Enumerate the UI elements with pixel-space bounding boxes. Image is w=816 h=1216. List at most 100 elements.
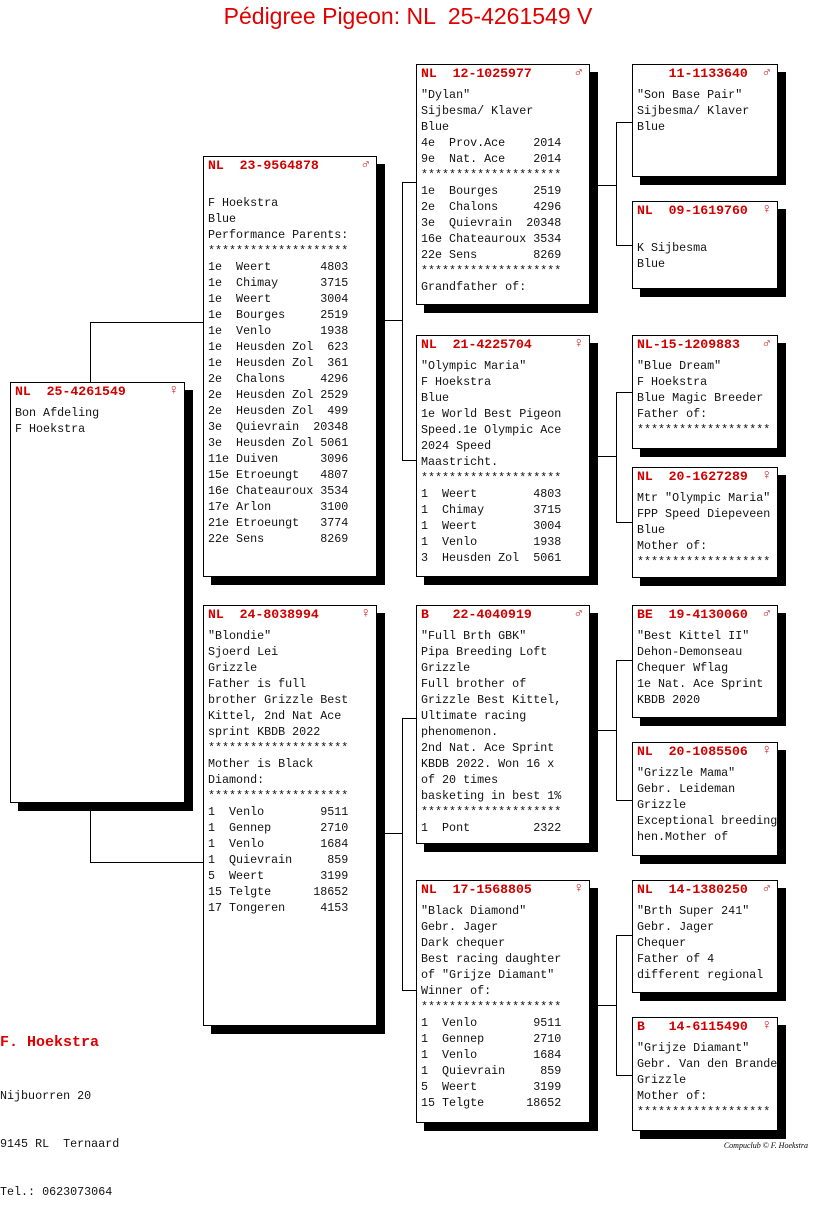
card-line: Pipa Breeding Loft bbox=[421, 645, 548, 659]
connector-line bbox=[597, 730, 616, 731]
card-line: 1 Weert 4803 bbox=[421, 487, 562, 501]
card-line: Gebr. Jager bbox=[421, 920, 499, 934]
connector-line bbox=[616, 660, 617, 801]
card-line: F Hoekstra bbox=[421, 375, 492, 389]
card-line: Dehon-Demonseau bbox=[637, 645, 743, 659]
card-line: 1e Venlo 1938 bbox=[208, 324, 349, 338]
card-line: 3e Heusden Zol 5061 bbox=[208, 436, 349, 450]
card-line: Sjoerd Lei bbox=[208, 645, 279, 659]
card-line: Kittel, 2nd Nat Ace bbox=[208, 709, 342, 723]
card-line: 9e Nat. Ace 2014 bbox=[421, 152, 562, 166]
card-line: 1e Bourges 2519 bbox=[421, 184, 562, 198]
connector-line bbox=[90, 322, 203, 323]
connector-line bbox=[402, 990, 416, 991]
card-line: 4e Prov.Ace 2014 bbox=[421, 136, 562, 150]
connector-line bbox=[384, 320, 402, 321]
pigeon-card-sss[interactable]: 11-1133640♂"Son Base Pair"Sijbesma/ Klav… bbox=[632, 64, 778, 177]
male-icon: ♂ bbox=[762, 881, 771, 897]
address-phone: Tel.: 0623073064 bbox=[0, 1185, 113, 1199]
card-line: Grizzle bbox=[208, 661, 258, 675]
card-line: ******************** bbox=[421, 805, 562, 819]
card-line: Performance Parents: bbox=[208, 228, 349, 242]
connector-line bbox=[90, 322, 91, 382]
connector-line bbox=[90, 810, 91, 863]
card-line: KBDB 2022. Won 16 x bbox=[421, 757, 555, 771]
male-icon: ♂ bbox=[361, 157, 370, 173]
connector-line bbox=[402, 718, 416, 719]
card-line: 1 Venlo 9511 bbox=[421, 1016, 562, 1030]
page-title: Pédigree Pigeon: NL 25-4261549 V bbox=[223, 3, 593, 29]
card-line: ******************** bbox=[208, 741, 349, 755]
country-code bbox=[637, 66, 669, 82]
female-icon: ♀ bbox=[361, 606, 370, 622]
card-line: Gebr. Leideman bbox=[637, 782, 736, 796]
ring-number: 09-1619760 bbox=[668, 203, 748, 218]
card-line: 1e Chimay 3715 bbox=[208, 276, 349, 290]
card-line: Grizzle bbox=[637, 798, 687, 812]
card-line: Gebr. Jager bbox=[637, 920, 715, 934]
card-line: 2024 Speed bbox=[421, 439, 492, 453]
ring-number: 14-6115490 bbox=[668, 1019, 748, 1034]
male-icon: ♂ bbox=[574, 606, 583, 622]
connector-line bbox=[616, 392, 632, 393]
card-line: 1e Bourges 2519 bbox=[208, 308, 349, 322]
card-line: Ultimate racing bbox=[421, 709, 527, 723]
connector-line bbox=[384, 833, 402, 834]
card-line: Best racing daughter bbox=[421, 952, 562, 966]
card-line: 15 Telgte 18652 bbox=[421, 1096, 562, 1110]
card-line: ******************** bbox=[421, 264, 562, 278]
address-city: 9145 RL Ternaard bbox=[0, 1137, 120, 1151]
ring-number: 17-1568805 bbox=[452, 882, 532, 897]
card-line: 1 Pont 2322 bbox=[421, 821, 562, 835]
owner-name: F. Hoekstra bbox=[0, 1034, 100, 1051]
connector-line bbox=[616, 1075, 632, 1076]
card-line: F Hoekstra bbox=[208, 196, 279, 210]
card-line: 15e Etroeungt 4807 bbox=[208, 468, 349, 482]
connector-line bbox=[597, 1005, 616, 1006]
card-line: "Son Base Pair" bbox=[637, 88, 743, 102]
card-line: 3 Heusden Zol 5061 bbox=[421, 551, 562, 565]
card-line: 22e Sens 8269 bbox=[208, 532, 349, 546]
card-line: 3e Quievrain 20348 bbox=[421, 216, 562, 230]
card-line: Grizzle bbox=[421, 661, 471, 675]
connector-line bbox=[616, 122, 617, 246]
country-code: NL bbox=[208, 158, 224, 173]
female-icon: ♀ bbox=[762, 1018, 771, 1034]
owner-address: Nijbuorren 20 9145 RL Ternaard Tel.: 062… bbox=[0, 1056, 119, 1216]
card-line: Grizzle Best Kittel, bbox=[421, 693, 562, 707]
card-line: "Dylan" bbox=[421, 88, 471, 102]
card-line: KBDB 2020 bbox=[637, 693, 701, 707]
connector-line bbox=[616, 800, 632, 801]
card-line: 1 Venlo 9511 bbox=[208, 805, 349, 819]
card-line: 22e Sens 8269 bbox=[421, 248, 562, 262]
card-line: brother Grizzle Best bbox=[208, 693, 349, 707]
ring-number: 19-4130060 bbox=[668, 607, 748, 622]
card-line: 2e Heusden Zol 499 bbox=[208, 404, 349, 418]
card-line: Mother of: bbox=[637, 539, 708, 553]
card-line: ******************* bbox=[637, 555, 771, 569]
connector-line bbox=[616, 660, 632, 661]
card-line: Chequer bbox=[637, 936, 687, 950]
card-line: 2e Heusden Zol 2529 bbox=[208, 388, 349, 402]
card-line: "Blue Dream" bbox=[637, 359, 722, 373]
